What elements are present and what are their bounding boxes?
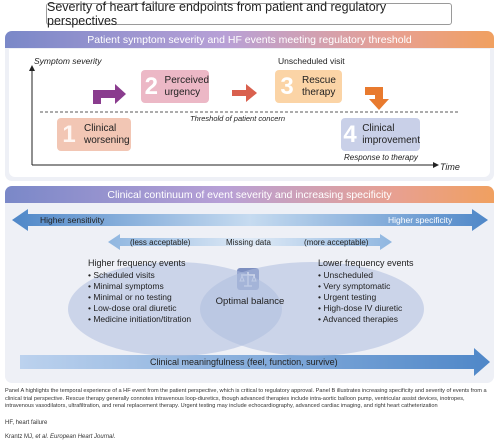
higher-sensitivity-label: Higher sensitivity [40,215,105,225]
abbreviation-note: HF, heart failure [5,420,48,426]
clinical-meaningfulness-arrow [20,348,490,376]
less-acceptable-label: (less acceptable) [130,238,191,247]
arrow-worsening-to-urgency [93,84,126,104]
list-item: Advanced therapies [318,314,402,325]
step-4-label-line1: Clinical [362,123,395,134]
list-item: Medicine initiation/titration [88,314,191,325]
sensitivity-specificity-arrow [12,209,488,231]
step-3-number: 3 [280,72,294,100]
more-acceptable-label: (more acceptable) [304,238,369,247]
list-item: Unscheduled [318,270,402,281]
acceptability-arrow [108,234,392,250]
response-label: Response to therapy [344,153,418,162]
step-4-number: 4 [343,120,357,148]
panel-a-header: Patient symptom severity and HF events m… [5,31,494,48]
panel-a-canvas [9,49,490,177]
step-1-number: 1 [62,120,76,148]
threshold-label: Threshold of patient concern [190,114,286,123]
arrow-rescue-to-improvement [365,87,389,110]
step-3-label-line1: Rescue [302,75,336,86]
figure-caption: Panel A highlights the temporal experien… [5,388,487,410]
panel-b-header: Clinical continuum of event severity and… [5,186,494,203]
clinical-meaningfulness-label: Clinical meaningfulness (feel, function,… [150,357,338,367]
step-4-label-line2: improvement [362,134,420,146]
figure-title: Severity of heart failure endpoints from… [46,0,452,28]
step-1-label-line2: worsening [84,134,130,146]
higher-specificity-label: Higher specificity [388,215,453,225]
higher-frequency-list: Scheduled visits Minimal symptoms Minima… [88,270,191,325]
citation-authors: Krantz MJ, [5,434,36,440]
unscheduled-visit-label: Unscheduled visit [278,56,345,66]
list-item: Urgent testing [318,292,402,303]
higher-frequency-title: Higher frequency events [88,258,186,268]
lower-frequency-list: Unscheduled Very symptomatic Urgent test… [318,270,402,325]
list-item: Low-dose oral diuretic [88,303,191,314]
list-item: High-dose IV diuretic [318,303,402,314]
citation-journal: et al. European Heart Journal. [35,434,116,440]
list-item: Scheduled visits [88,270,191,281]
step-2-label-line1: Perceived [164,75,209,86]
optimal-balance-label: Optimal balance [215,296,285,307]
step-2-label-line2: urgency [164,86,201,98]
list-item: Minimal symptoms [88,281,191,292]
list-item: Very symptomatic [318,281,402,292]
arrow-urgency-to-rescue [232,84,257,102]
step-2-number: 2 [144,72,158,100]
step-1-label-line1: Clinical [84,123,117,134]
step-3-label-line2: therapy [302,86,336,98]
list-item: Minimal or no testing [88,292,191,303]
missing-data-label: Missing data [226,238,271,247]
lower-frequency-title: Lower frequency events [318,258,414,268]
x-axis-label: Time [440,162,460,172]
y-axis-label: Symptom severity [34,56,102,66]
panel-a: Patient symptom severity and HF events m… [5,31,494,181]
citation: Krantz MJ, et al. European Heart Journal… [5,434,115,440]
